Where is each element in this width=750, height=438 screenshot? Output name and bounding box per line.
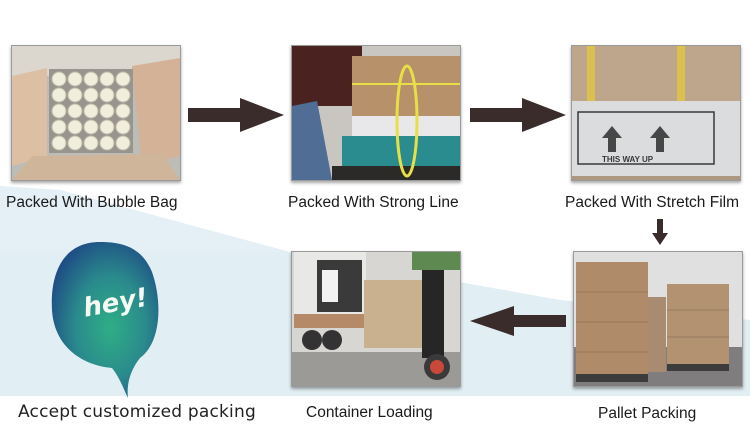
box-label-text: THIS WAY UP bbox=[602, 155, 654, 164]
photo-strong-line bbox=[291, 45, 461, 181]
arrow-down-icon bbox=[652, 219, 668, 245]
step-caption-container-loading: Container Loading bbox=[306, 404, 433, 421]
photo-pallet-packing bbox=[573, 251, 743, 387]
photo-stretch-film: THIS WAY UP bbox=[571, 45, 741, 181]
photo-bubble-bag bbox=[11, 45, 181, 181]
step-caption-pallet-packing: Pallet Packing bbox=[598, 405, 697, 422]
arrow-left-icon bbox=[470, 306, 566, 336]
step-caption-strong-line: Packed With Strong Line bbox=[288, 194, 459, 211]
arrow-right-icon bbox=[470, 98, 566, 132]
customized-packing-caption: Accept customized packing bbox=[18, 402, 256, 422]
arrow-right-icon bbox=[188, 98, 284, 132]
photo-container-loading bbox=[291, 251, 461, 387]
speech-bubble-icon: hey! bbox=[51, 242, 159, 398]
step-caption-stretch-film: Packed With Stretch Film bbox=[565, 194, 739, 211]
step-caption-bubble-bag: Packed With Bubble Bag bbox=[6, 194, 178, 211]
